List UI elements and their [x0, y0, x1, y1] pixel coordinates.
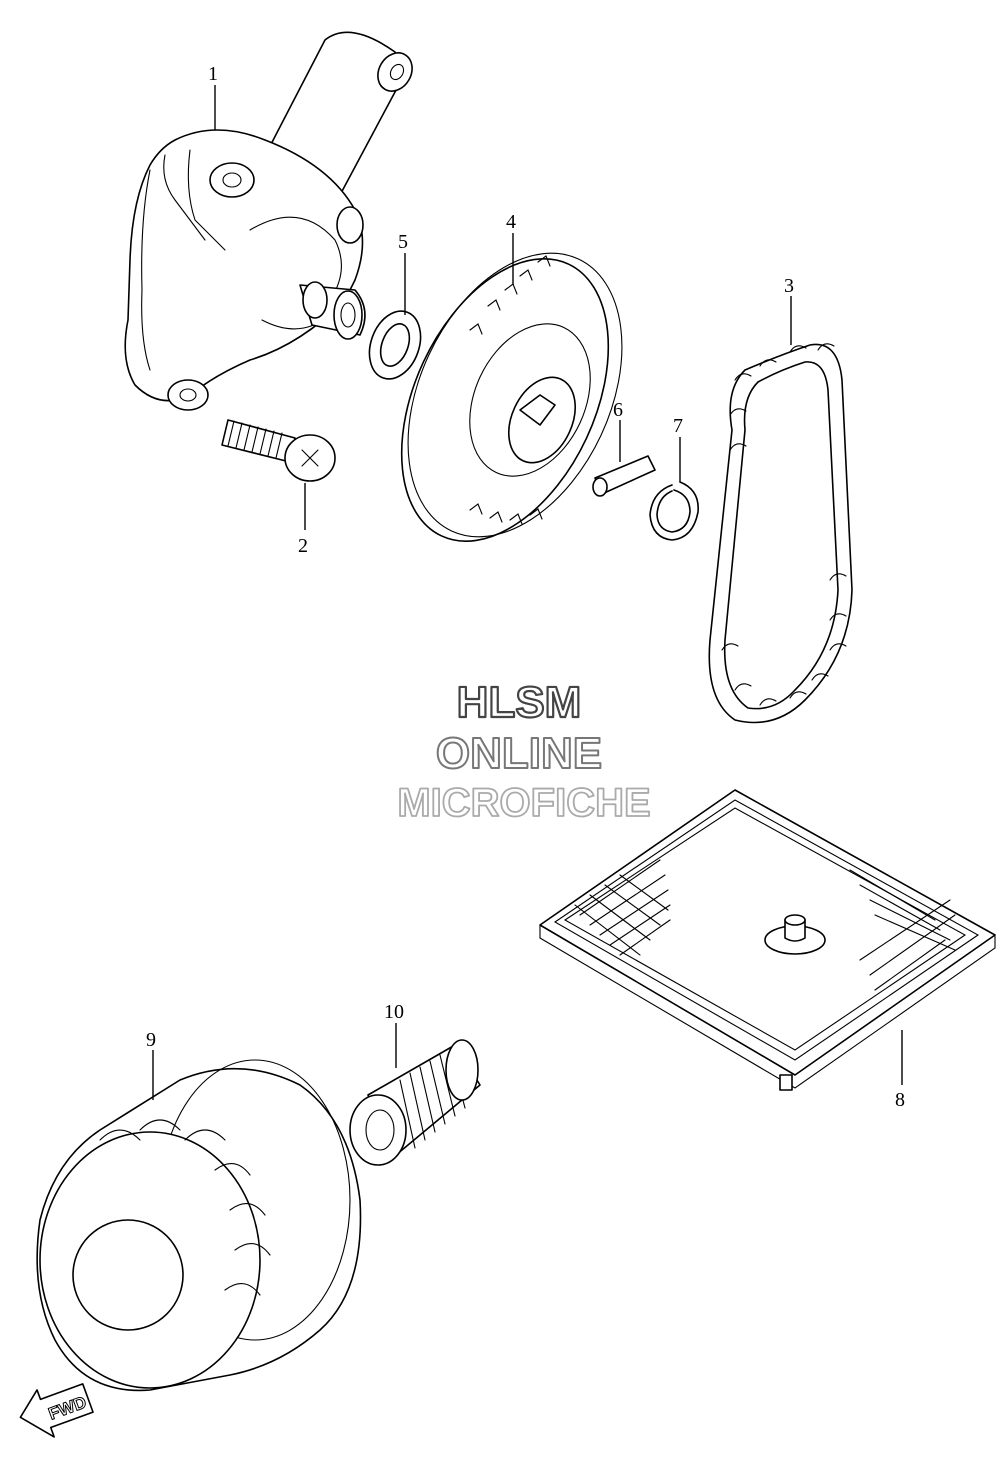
- pin-drawing: [592, 455, 656, 497]
- label-10: 10: [384, 1001, 404, 1023]
- oil-pump-body-drawing: [124, 31, 413, 411]
- watermark-line-1: HLSM: [457, 678, 582, 727]
- watermark: HLSM ONLINE MICROFICHE: [396, 677, 651, 826]
- watermark-line-3: MICROFICHE: [397, 781, 650, 825]
- union-drawing: [349, 1039, 481, 1166]
- fwd-arrow-icon: FWD: [19, 1383, 94, 1438]
- label-7: 7: [673, 415, 683, 437]
- oil-filter-drawing: [36, 1059, 362, 1392]
- washer-drawing: [368, 310, 422, 380]
- watermark-line-2: ONLINE: [436, 729, 602, 778]
- label-1: 1: [208, 63, 218, 85]
- label-6: 6: [613, 399, 623, 421]
- label-9: 9: [146, 1029, 156, 1051]
- drive-chain-drawing: [708, 343, 853, 724]
- driven-gear-drawing: [400, 252, 623, 542]
- callouts: 1 2 3 4 5 6 7 8 9 10: [146, 63, 905, 1111]
- label-4: 4: [506, 211, 516, 233]
- label-3: 3: [784, 275, 794, 297]
- bolt-drawing: [221, 419, 336, 482]
- circlip-drawing: [649, 481, 699, 541]
- label-2: 2: [298, 535, 308, 557]
- label-8: 8: [895, 1089, 905, 1111]
- oil-strainer-drawing: [539, 789, 996, 1091]
- label-5: 5: [398, 231, 408, 253]
